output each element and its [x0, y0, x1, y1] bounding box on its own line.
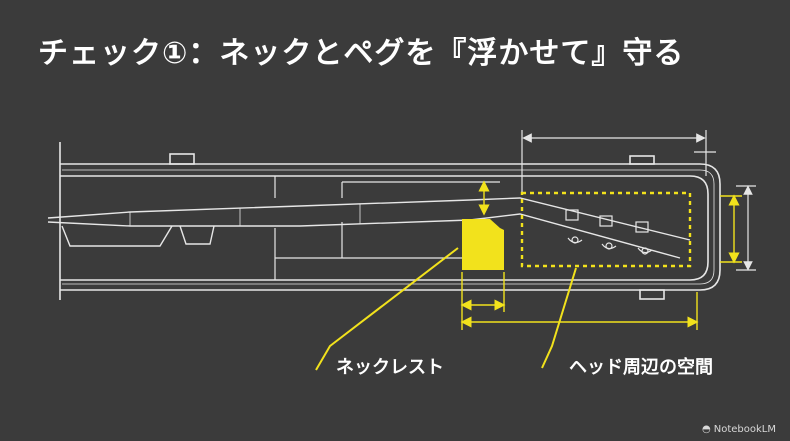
- head-space-label: ヘッド周辺の空間: [569, 357, 713, 378]
- case-outline: [59, 142, 721, 300]
- brand-name: NotebookLM: [713, 424, 776, 435]
- white-dimensions: [521, 130, 756, 271]
- page-title: チェック①：ネックとペグを『浮かせて』守る: [38, 36, 685, 71]
- neck-rest-label: ネックレスト: [336, 357, 444, 378]
- tuning-pegs: [565, 209, 653, 255]
- neck-rest-leader: [315, 247, 459, 371]
- yellow-dimensions: [460, 180, 742, 330]
- head-space-box: [520, 191, 692, 268]
- brand-watermark: ◓ NotebookLM: [702, 424, 776, 435]
- guitar-neck: [47, 197, 691, 259]
- notebooklm-logo-icon: ◓: [702, 424, 711, 435]
- head-space-leader: [541, 267, 577, 369]
- neck-rest-block: [462, 219, 504, 270]
